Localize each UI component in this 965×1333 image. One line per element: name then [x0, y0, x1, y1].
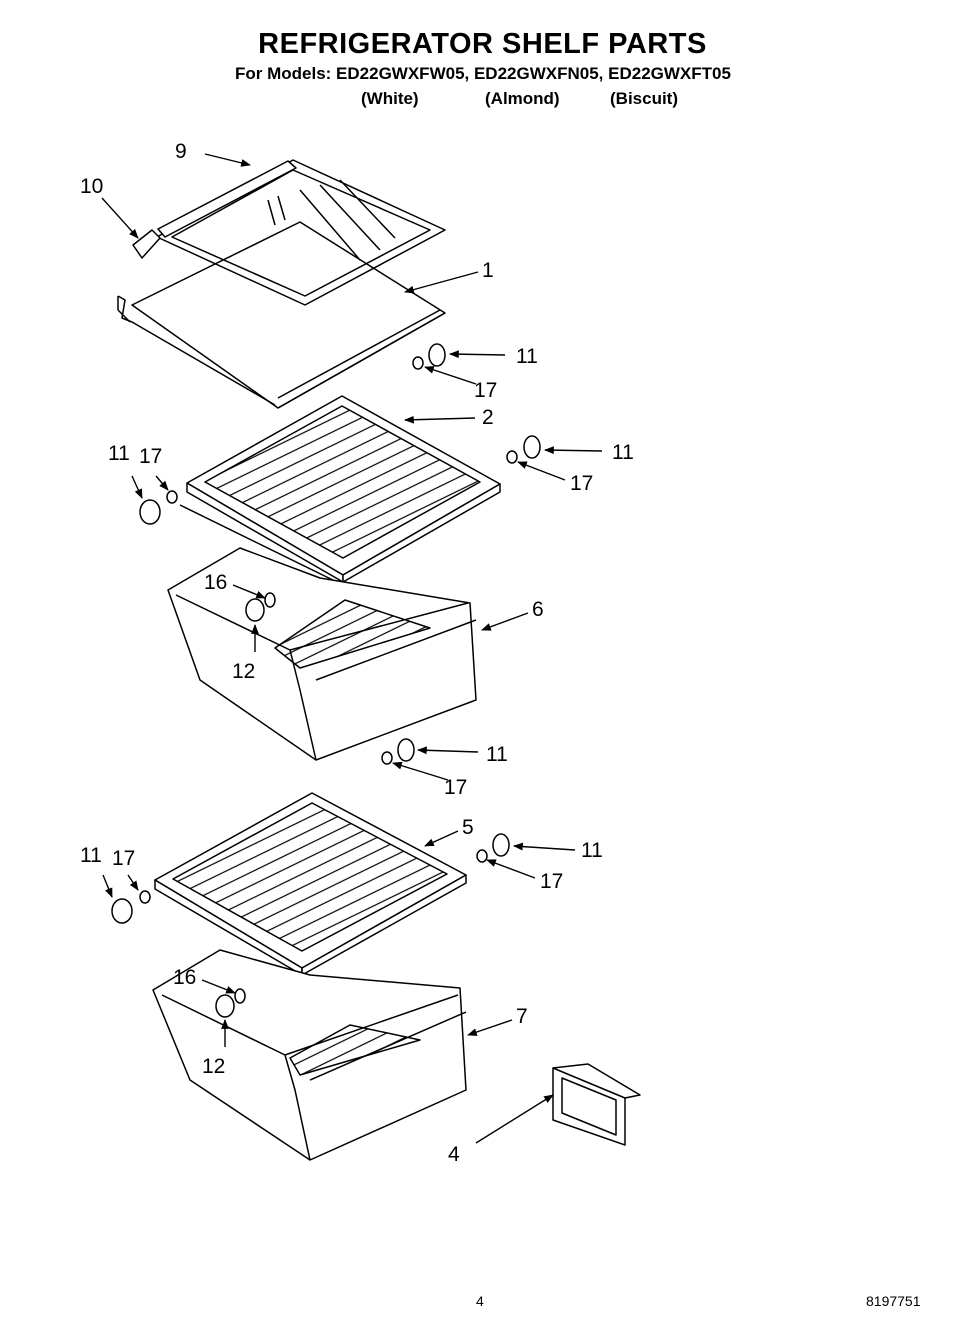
crisper-drawer-lower	[152, 949, 467, 1161]
glass-pane-inner	[171, 169, 431, 297]
callout-7: 7	[516, 1005, 528, 1028]
color-almond: (Almond)	[485, 89, 560, 108]
callout-5: 5	[462, 816, 474, 839]
callout-1: 1	[482, 259, 494, 282]
callout-4: 4	[448, 1143, 460, 1166]
callout-17: 17	[570, 472, 593, 495]
callout-12: 12	[232, 660, 255, 683]
callout-11: 11	[581, 839, 603, 862]
glass-shelf-assembly	[117, 159, 446, 409]
color-biscuit: (Biscuit)	[610, 89, 678, 108]
callout-2: 2	[482, 406, 494, 429]
crisper-cover-upper	[179, 395, 501, 586]
fasteners	[111, 343, 541, 1018]
callout-16: 16	[204, 571, 227, 594]
callout-6: 6	[532, 598, 544, 621]
callout-17: 17	[474, 379, 497, 402]
callout-17: 17	[139, 445, 162, 468]
crisper-drawer-upper	[167, 547, 477, 761]
callout-17: 17	[540, 870, 563, 893]
callout-16: 16	[173, 966, 196, 989]
callout-11: 11	[80, 844, 102, 867]
page-title: REFRIGERATOR SHELF PARTS	[258, 28, 707, 60]
callout-17: 17	[112, 847, 135, 870]
callout-12: 12	[202, 1055, 225, 1078]
glass-pane	[156, 159, 446, 306]
callout-10: 10	[80, 175, 103, 198]
page-number: 4	[476, 1293, 484, 1309]
callout-labels: 9 10 1 11 17 2 11 17 11 17 16 12 6 11 17…	[80, 140, 634, 1166]
part-4-frame	[552, 1063, 641, 1146]
callout-11: 11	[486, 743, 508, 766]
callout-17: 17	[444, 776, 467, 799]
document-number: 8197751	[866, 1293, 921, 1309]
callout-9: 9	[175, 140, 187, 163]
color-white: (White)	[361, 89, 419, 108]
callout-11: 11	[108, 442, 130, 465]
callout-11: 11	[516, 345, 538, 368]
leader-lines	[101, 153, 603, 1144]
crisper-cover-lower	[154, 792, 467, 976]
shelf-trim	[157, 160, 297, 238]
callout-11: 11	[612, 441, 634, 464]
shelf-end-cap	[132, 229, 161, 259]
models-line: For Models: ED22GWXFW05, ED22GWXFN05, ED…	[235, 64, 731, 83]
